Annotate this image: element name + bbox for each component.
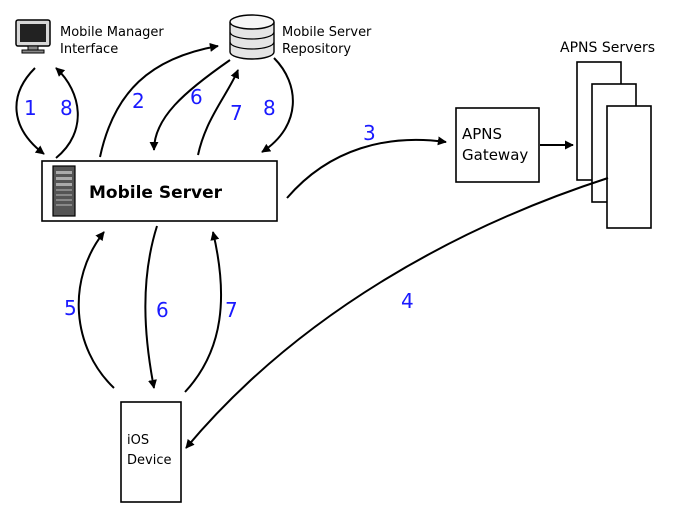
arrow-step-7-repo	[197, 69, 240, 156]
step-number: 5	[64, 296, 77, 320]
apns-gateway-node: APNS Gateway	[455, 107, 540, 183]
arrow-step-5	[77, 231, 115, 389]
arrow-step-3	[286, 136, 447, 199]
repository-label-line1: Mobile Server	[282, 25, 372, 40]
database-icon	[229, 14, 275, 60]
step-number: 2	[132, 89, 145, 113]
apns-gateway-label-line2: Gateway	[462, 146, 528, 164]
mobile-server-node: Mobile Server	[41, 160, 278, 222]
server-tower-icon	[52, 165, 76, 217]
monitor-icon	[15, 19, 51, 54]
arrow-step-1	[15, 67, 45, 155]
apns-servers-node	[576, 61, 652, 229]
step-number: 4	[401, 289, 414, 313]
monitor-screen	[20, 24, 46, 42]
arrow-step-8-to-manager	[55, 67, 79, 159]
repository-label-line2: Repository	[282, 42, 351, 57]
step-number: 6	[190, 85, 203, 109]
step-number: 7	[230, 101, 243, 125]
apns-servers-label: APNS Servers	[560, 40, 655, 56]
mobile-manager-label-line2: Interface	[60, 42, 118, 57]
ios-device-label-line1: iOS	[127, 433, 149, 448]
ios-device-label-line2: Device	[127, 453, 171, 468]
arrow-step-8-repo	[261, 57, 294, 153]
step-number: 7	[225, 298, 238, 322]
mobile-manager-label-line1: Mobile Manager	[60, 25, 164, 40]
step-number: 8	[60, 96, 73, 120]
arrow-step-6-device	[144, 225, 158, 389]
step-number: 3	[363, 121, 376, 145]
arrow-step-2	[99, 42, 219, 158]
arrow-step-4	[185, 177, 609, 449]
step-number: 6	[156, 298, 169, 322]
arrow-step-7-device	[184, 231, 223, 393]
step-number: 1	[24, 96, 37, 120]
arrow-step-6-repo	[149, 59, 231, 151]
ios-device-node: iOS Device	[120, 401, 182, 503]
mobile-server-label: Mobile Server	[89, 183, 223, 203]
apns-gateway-label-line1: APNS	[462, 125, 502, 143]
step-number: 8	[263, 96, 276, 120]
